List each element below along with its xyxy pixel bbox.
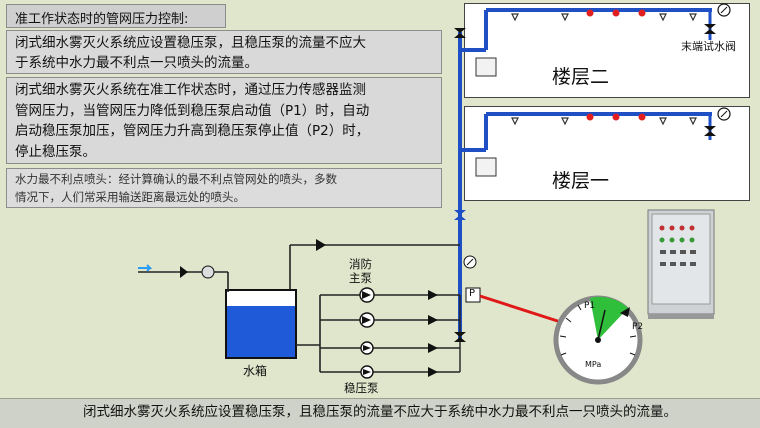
floor2-zone-valve (475, 57, 497, 77)
floor-one-label: 楼层一 (552, 170, 610, 192)
requirement-line-1: 闭式细水雾灭火系统应设置稳压泵，且稳压泵的流量不应大 (15, 35, 366, 51)
control-cabinet (647, 209, 715, 319)
inlet-valve-icon (180, 266, 188, 278)
sprinkler-nozzle-icon (659, 13, 667, 22)
floor2-nozzles (511, 9, 697, 22)
check-valve-icon (428, 315, 438, 325)
control-line-3: 启动稳压泵加压，管网压力升高到稳压泵停止值（P2）时， (15, 123, 370, 139)
check-valve-icon (428, 290, 438, 300)
sprinkler-nozzle-icon (689, 117, 697, 126)
floor2-test-valve-icon (704, 3, 731, 34)
return-check-valve-icon (316, 239, 326, 251)
requirement-line-2: 于系统中水力最不利点一只喷头的流量。 (15, 55, 258, 71)
floor1-test-valve-icon (704, 107, 731, 136)
gauge-p2-label: P2 (632, 322, 644, 332)
check-valve-icon (428, 343, 438, 353)
discharge-valve-icon (454, 332, 466, 342)
sprinkler-nozzle-icon (561, 117, 569, 126)
float-valve-icon (201, 265, 215, 279)
gauge-p1-label: P1 (584, 301, 596, 311)
check-valve-icon (428, 367, 438, 377)
sensor-signal-line (479, 294, 571, 327)
riser-check-valve-icon (454, 210, 466, 220)
jockey-pump-2 (320, 365, 460, 379)
main-pump-2 (320, 312, 460, 328)
control-paragraph: 闭式细水雾灭火系统在准工作状态时，通过压力传感器监测 管网压力，当管网压力降低到… (6, 77, 442, 164)
active-nozzle-icon (586, 9, 594, 17)
note-line-1: 水力最不利点喷头：经计算确认的最不利点管网处的喷头，多数 (15, 172, 337, 186)
section-title: 准工作状态时的管网压力控制: (6, 4, 226, 28)
sprinkler-nozzle-icon (561, 13, 569, 22)
main-pump-1 (320, 287, 460, 303)
jockey-pump-label: 稳压泵 (344, 381, 379, 395)
floor-two-box (464, 3, 750, 98)
pump-group (320, 287, 460, 379)
control-line-1: 闭式细水雾灭火系统在准工作状态时，通过压力传感器监测 (15, 82, 366, 98)
pressure-gauge (553, 295, 643, 385)
bottom-caption: 闭式细水雾灭火系统应设置稳压泵，且稳压泵的流量不应大于系统中水力最不利点一只喷头… (0, 398, 760, 428)
main-pump-label-line2: 主泵 (349, 271, 372, 285)
gauge-green-zone (590, 296, 628, 340)
control-line-2: 管网压力，当管网压力降低到稳压泵启动值（P1）时，自动 (15, 102, 370, 119)
test-valve-label: 末端试水阀 (681, 40, 736, 53)
inflow-arrow-icon (138, 264, 153, 272)
floor1-nozzles (511, 113, 697, 126)
sprinkler-nozzle-icon (511, 117, 519, 126)
pressure-sensor-label: P (469, 288, 476, 299)
gauge-unit-label: MPa (585, 360, 602, 369)
active-nozzle-icon (586, 113, 594, 121)
tank-water-level (227, 306, 295, 357)
main-pump-label-line1: 消防 (349, 257, 372, 271)
tank-label: 水箱 (243, 364, 268, 378)
active-nozzle-icon (638, 113, 646, 121)
note-paragraph: 水力最不利点喷头：经计算确认的最不利点管网处的喷头，多数 情况下，人们常采用输送… (6, 168, 442, 208)
active-nozzle-icon (638, 9, 646, 17)
note-line-2: 情况下，人们常采用输送距离最远处的喷头。 (15, 190, 245, 204)
active-nozzle-icon (612, 113, 620, 121)
gauge-needle-icon (597, 309, 606, 341)
active-nozzle-icon (612, 9, 620, 17)
control-line-4: 停止稳压泵。 (15, 143, 96, 160)
floor1-zone-valve (475, 157, 497, 177)
requirement-paragraph: 闭式细水雾灭火系统应设置稳压泵，且稳压泵的流量不应大 于系统中水力最不利点一只喷… (6, 30, 442, 74)
floor-one-box (464, 106, 750, 201)
riser-top-valve-icon (454, 28, 466, 38)
floor-two-label: 楼层二 (552, 66, 610, 88)
sprinkler-nozzle-icon (511, 13, 519, 22)
sprinkler-nozzle-icon (689, 13, 697, 22)
pressure-sensor (465, 287, 481, 303)
jockey-pump-1 (320, 341, 460, 355)
sprinkler-nozzle-icon (659, 117, 667, 126)
